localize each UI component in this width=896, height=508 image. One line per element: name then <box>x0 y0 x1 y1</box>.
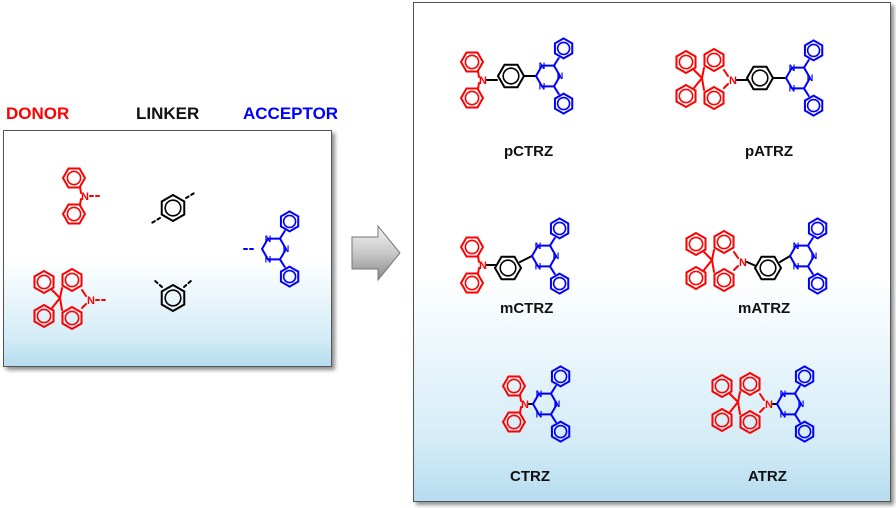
svg-text:N: N <box>765 399 773 411</box>
svg-text:N: N <box>539 82 546 92</box>
pATRZ-structure: N N N N <box>675 39 824 117</box>
svg-text:N: N <box>535 262 542 272</box>
svg-text:N: N <box>807 73 814 83</box>
donor-header: DONOR <box>6 104 70 123</box>
svg-text:N: N <box>283 244 290 254</box>
svg-text:N: N <box>536 389 543 399</box>
compound-label-pCTRZ: pCTRZ <box>504 143 554 160</box>
svg-text:N: N <box>798 399 805 409</box>
compound-label-ATRZ: ATRZ <box>748 468 787 485</box>
svg-text:N: N <box>789 84 796 94</box>
svg-text:N: N <box>265 234 272 244</box>
svg-text:N: N <box>521 399 529 411</box>
svg-text:N: N <box>536 410 543 420</box>
linker-para-phenylene-structure <box>149 191 197 225</box>
svg-text:N: N <box>780 410 787 420</box>
svg-text:N: N <box>557 71 564 81</box>
svg-text:N: N <box>81 191 89 203</box>
mATRZ-structure: N N N N <box>685 217 828 295</box>
svg-text:N: N <box>739 257 747 269</box>
svg-text:N: N <box>87 295 95 307</box>
compound-label-mCTRZ: mCTRZ <box>500 300 554 317</box>
svg-text:N: N <box>793 241 800 251</box>
svg-text:N: N <box>553 251 560 261</box>
right-arrow-icon <box>351 224 401 282</box>
linker-meta-phenylene-structure <box>153 279 193 313</box>
svg-text:N: N <box>479 75 487 87</box>
svg-text:N: N <box>811 251 818 261</box>
compound-label-CTRZ: CTRZ <box>510 468 550 485</box>
pCTRZ-structure: N N N N <box>459 37 574 115</box>
linker-header: LINKER <box>136 104 200 123</box>
svg-text:N: N <box>265 255 272 265</box>
acceptor-header: ACCEPTOR <box>243 104 339 123</box>
svg-text:N: N <box>535 241 542 251</box>
donor-carbazole-structure: N <box>61 167 101 225</box>
compound-label-pATRZ: pATRZ <box>745 143 794 160</box>
donor-acridan-structure: N <box>33 267 107 331</box>
compound-label-mATRZ: mATRZ <box>738 300 791 317</box>
svg-text:N: N <box>479 260 487 272</box>
svg-text:N: N <box>554 399 561 409</box>
svg-text:N: N <box>789 63 796 73</box>
svg-text:N: N <box>729 75 737 87</box>
mCTRZ-structure: N N N N <box>459 217 570 295</box>
svg-text:N: N <box>539 61 546 71</box>
building-blocks-panel <box>3 130 332 367</box>
svg-text:N: N <box>793 262 800 272</box>
acceptor-triazine-structure: N N N <box>243 210 300 288</box>
svg-text:N: N <box>780 389 787 399</box>
